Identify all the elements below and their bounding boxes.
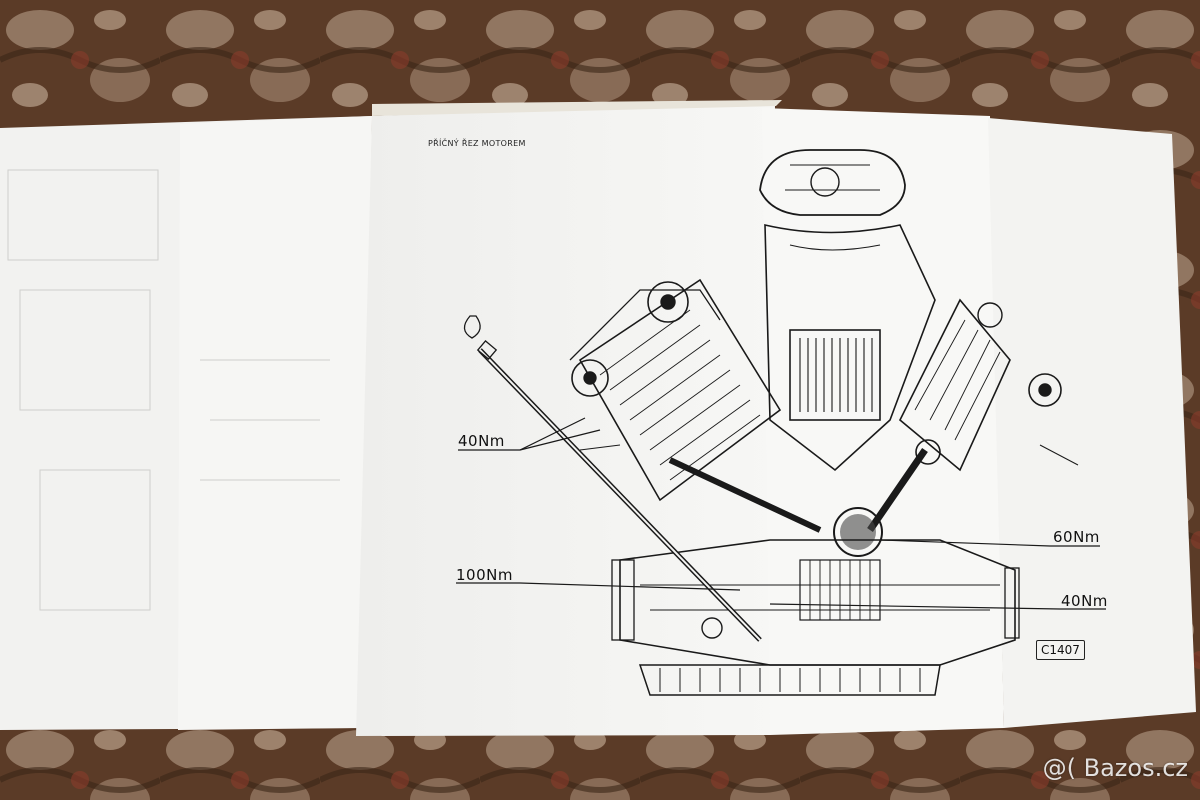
torque-label-40nm-upper: 40Nm bbox=[458, 432, 505, 450]
engine-drawing bbox=[463, 149, 1079, 696]
left-page-showthrough bbox=[7, 169, 340, 611]
foldout-page bbox=[762, 108, 1004, 735]
drawing-code-box: C1407 bbox=[1036, 640, 1085, 660]
paper-top-edge bbox=[372, 100, 782, 116]
rear-right-page bbox=[988, 118, 1196, 728]
bazos-watermark: @( Bazos.cz bbox=[1042, 754, 1188, 782]
center-page bbox=[356, 102, 775, 736]
torque-leader-lines bbox=[456, 417, 1106, 610]
torque-label-40nm-lower: 40Nm bbox=[1061, 592, 1108, 610]
drawing-title: PŘÍČNÝ ŘEZ MOTOREM bbox=[428, 139, 526, 148]
torque-label-60nm: 60Nm bbox=[1053, 528, 1100, 546]
torque-label-100nm: 100Nm bbox=[456, 566, 513, 584]
left-page-fold bbox=[178, 116, 372, 730]
